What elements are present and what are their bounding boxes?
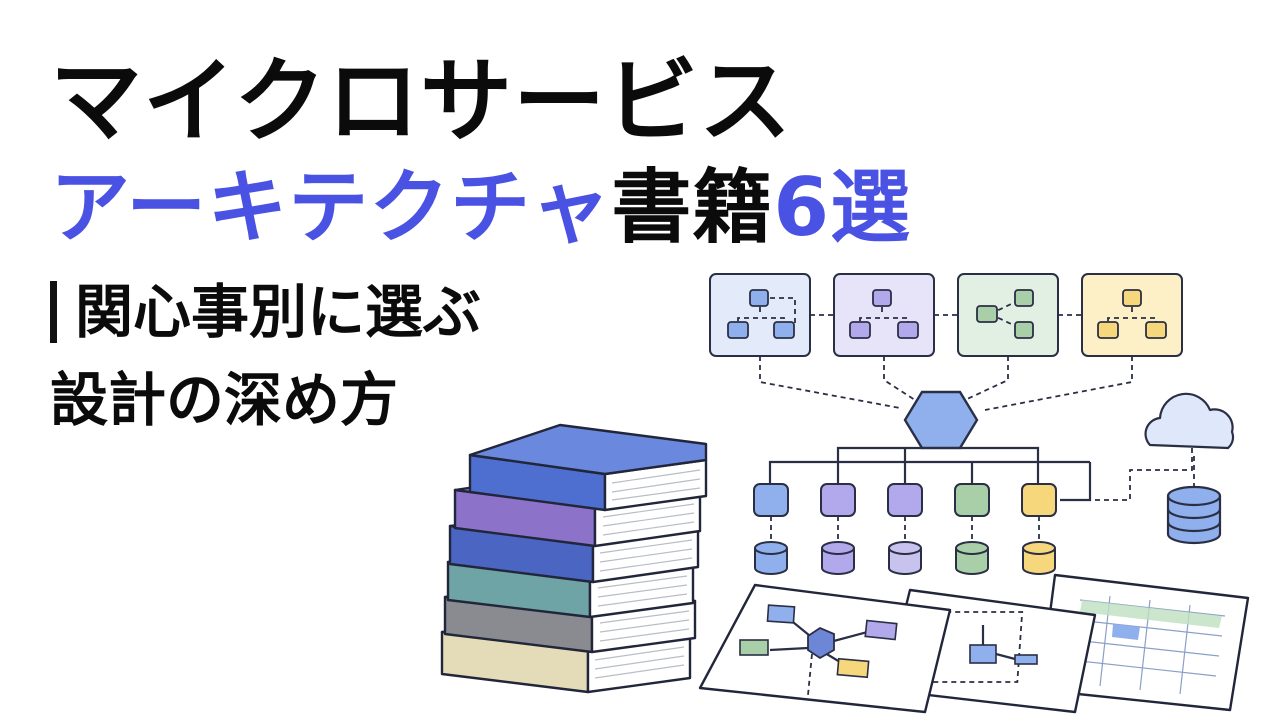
- subtitle-text-1: 関心事別に選ぶ: [75, 278, 482, 346]
- title-line-1: マイクロサービス: [50, 48, 793, 155]
- title-accent: アーキテクチャ: [50, 161, 612, 254]
- database-icon: [754, 541, 1056, 575]
- hexagon-gateway-icon: [903, 390, 979, 450]
- subtitle-bar: [50, 281, 57, 343]
- title-count: 6選: [773, 161, 912, 254]
- subtitle-line-1: 関心事別に選ぶ: [50, 278, 481, 346]
- cloud-icon: [1144, 392, 1235, 450]
- book-stack-icon: [440, 423, 708, 694]
- subtitle-line-2: 設計の深め方: [50, 366, 399, 434]
- service-domain-boxes: [709, 273, 1183, 357]
- title-line-2: アーキテクチャ書籍6選: [50, 160, 911, 256]
- architecture-diagram-icon: [698, 573, 1250, 714]
- title-books: 書籍: [611, 161, 774, 254]
- database-icon: [1166, 485, 1222, 545]
- service-nodes: [753, 483, 1057, 540]
